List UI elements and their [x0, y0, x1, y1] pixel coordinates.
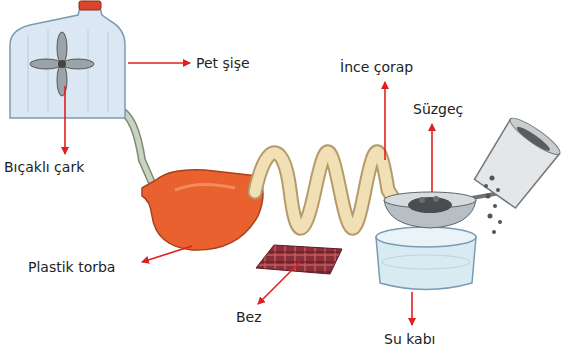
water-bowl: [376, 227, 476, 290]
cloth: [256, 245, 342, 274]
part-label: Pet şişe: [196, 54, 250, 72]
tube-outline: [115, 108, 156, 192]
plastic-bag: [142, 170, 263, 250]
part-label: Bıçaklı çark: [4, 158, 84, 176]
part-label: Süzgeç: [413, 100, 463, 118]
part-label: Su kabı: [384, 330, 435, 348]
leader-arrows: [65, 63, 432, 325]
part-label: Plastik torba: [28, 258, 115, 276]
tube: [115, 108, 156, 192]
part-label: Bez: [236, 308, 262, 326]
bottle-cap: [79, 1, 101, 10]
sock-outline: [255, 152, 396, 229]
thin-sock: [255, 152, 396, 229]
part-label: İnce çorap: [340, 58, 413, 76]
pouring-cup: [470, 113, 563, 210]
grains: [484, 176, 502, 235]
strainer: [384, 192, 500, 228]
pet-bottle: [10, 8, 125, 118]
blade-wheel: [30, 32, 94, 96]
